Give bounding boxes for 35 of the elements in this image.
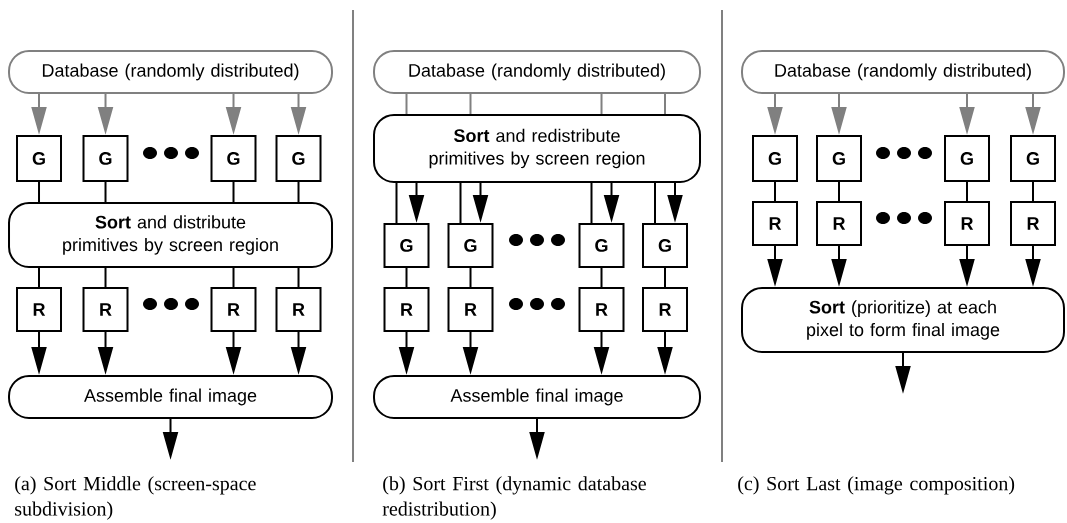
unit-box: G <box>578 223 625 268</box>
unit-box: G <box>383 223 430 268</box>
unit-box: G <box>642 223 688 268</box>
process-box: Sort and distribute primitives by screen region <box>8 202 333 268</box>
unit-box: G <box>447 223 494 268</box>
unit-box: G <box>210 135 257 182</box>
process-box: Sort (prioritize) at each pixel to form final image <box>741 287 1065 353</box>
unit-box: G <box>944 135 990 182</box>
process-box: Assemble final image <box>373 375 701 419</box>
database-box: Database (randomly distributed) <box>741 50 1065 94</box>
unit-box: R <box>210 287 257 332</box>
unit-box: R <box>1010 201 1056 246</box>
unit-box: G <box>275 135 322 182</box>
unit-box: R <box>642 287 688 332</box>
database-box: Database (randomly distributed) <box>373 50 701 94</box>
unit-box: R <box>447 287 494 332</box>
unit-box: R <box>578 287 625 332</box>
unit-box: R <box>383 287 430 332</box>
unit-box: R <box>816 201 862 246</box>
unit-box: R <box>944 201 990 246</box>
process-box: Sort and redistribute primitives by screen region <box>373 114 701 183</box>
unit-box: R <box>16 287 62 332</box>
unit-box: G <box>752 135 798 182</box>
unit-box: R <box>82 287 129 332</box>
database-box: Database (randomly distributed) <box>8 50 333 94</box>
unit-box: G <box>16 135 62 182</box>
unit-box: G <box>1010 135 1056 182</box>
unit-box: G <box>816 135 862 182</box>
caption: (c) Sort Last (image composition) <box>738 476 1015 495</box>
unit-box: R <box>752 201 798 246</box>
process-box: Assemble final image <box>8 375 333 419</box>
unit-box: R <box>275 287 322 332</box>
caption: (a) Sort Middle (screen-space subdivision) <box>15 476 256 520</box>
unit-box: G <box>82 135 129 182</box>
caption: (b) Sort First (dynamic database redistribution) <box>382 476 646 520</box>
